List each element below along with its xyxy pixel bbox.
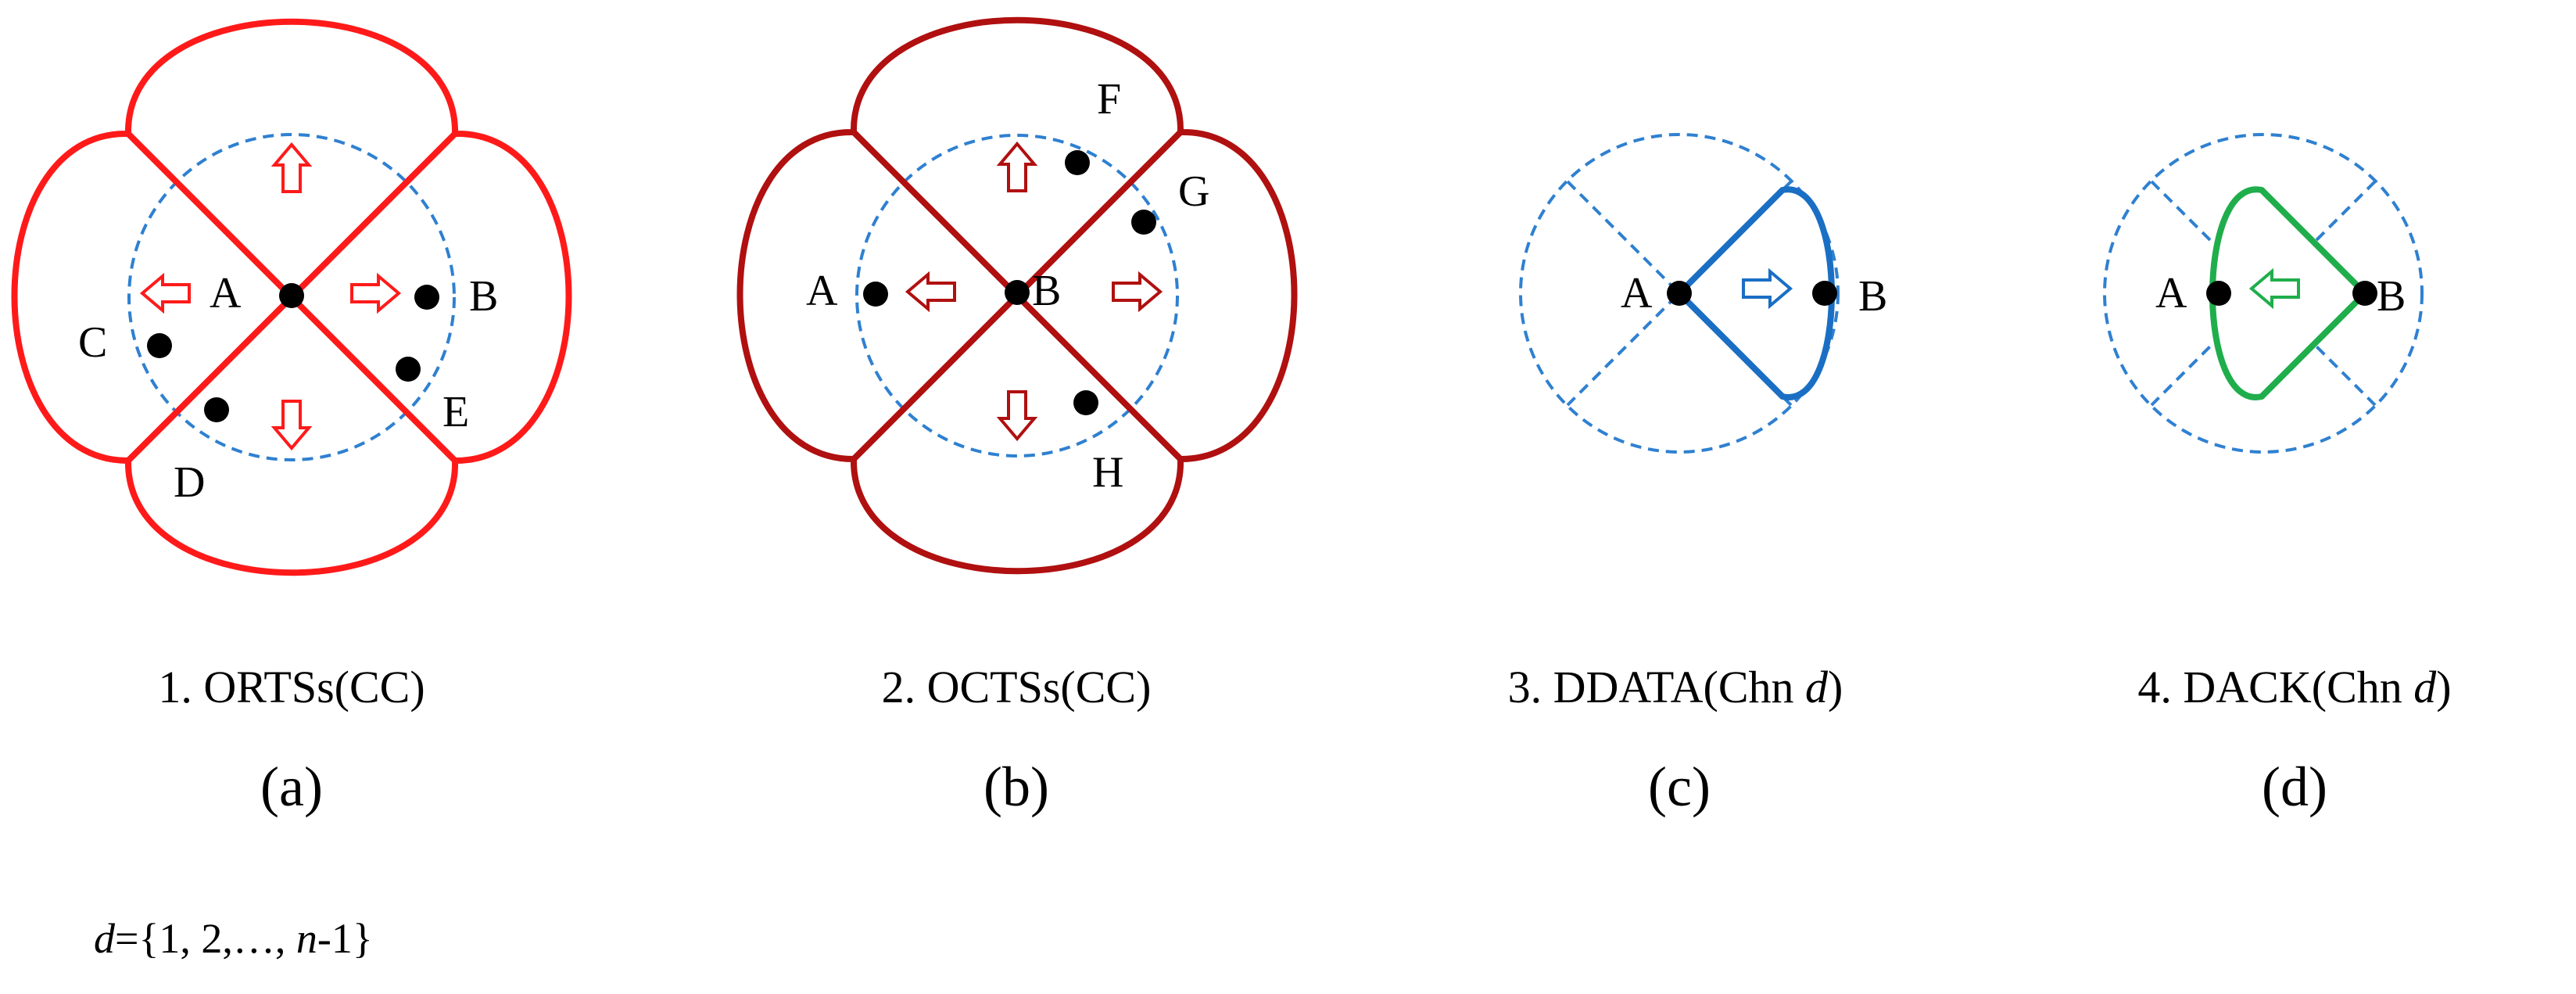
panel-d-label-b: B xyxy=(2377,272,2406,321)
panel-a-sublabel: (a) xyxy=(260,755,323,818)
panel-a-node-c xyxy=(147,333,172,358)
panel-c-caption: 3. DDATA(Chn d) xyxy=(1508,662,1843,712)
panel-a-node-e xyxy=(396,357,421,382)
panel-c-node-b xyxy=(1812,281,1837,306)
panel-b-label-f: F xyxy=(1097,75,1121,124)
panel-b-arrow-right-icon xyxy=(1112,273,1162,310)
panel-d-node-b xyxy=(2352,281,2377,306)
panel-b-label-h: H xyxy=(1092,448,1123,497)
panel-d-sublabel: (d) xyxy=(2262,755,2327,818)
panel-a-node-d xyxy=(204,397,229,422)
panel-a-arrow-down-icon xyxy=(273,400,310,450)
panel-d-node-a xyxy=(2206,281,2231,306)
panel-b-arrow-down-icon xyxy=(998,390,1036,440)
panel-b-node-f xyxy=(1065,150,1090,175)
panel-b-node-b xyxy=(1005,280,1030,305)
panel-d-caption: 4. DACK(Chn d) xyxy=(2137,662,2451,712)
panel-b: A B F G H 2. OCTSs(CC) (b) xyxy=(736,16,1298,818)
panel-a-caption: 1. ORTSs(CC) xyxy=(158,662,425,712)
panel-c-node-a xyxy=(1667,281,1692,306)
panel-c-label-b: B xyxy=(1858,272,1887,321)
panel-d-range-circle xyxy=(2103,133,2424,454)
panel-a-arrow-left-icon xyxy=(141,275,191,312)
panel-b-range-circle xyxy=(855,134,1179,458)
panel-a-node-b xyxy=(414,285,439,310)
panel-c-label-a: A xyxy=(1621,269,1653,318)
footnote-channel-set: d={1, 2,…, n-1} xyxy=(94,915,373,962)
panel-b-node-h xyxy=(1073,390,1098,415)
panel-a-label-d: D xyxy=(174,458,205,507)
panel-a-label-c: C xyxy=(78,318,107,367)
panel-a-node-a xyxy=(279,283,304,308)
panel-a-arrow-up-icon xyxy=(273,143,310,193)
panel-b-arrow-up-icon xyxy=(998,142,1036,192)
panel-b-arrow-left-icon xyxy=(906,273,956,310)
panel-b-label-g: G xyxy=(1178,167,1209,216)
panel-a: A B C D E 1. ORTSs(CC) (a) xyxy=(11,18,572,818)
panel-a-label-a: A xyxy=(210,269,242,318)
panel-b-node-a xyxy=(863,282,888,307)
panel-d-label-a: A xyxy=(2155,269,2187,318)
panel-a-label-b: B xyxy=(469,272,498,321)
panel-b-label-b: B xyxy=(1032,267,1061,315)
panel-c-sublabel: (c) xyxy=(1648,755,1711,818)
panel-d: A B 4. DACK(Chn d) (d) xyxy=(2103,133,2452,818)
panel-c: A B 3. DDATA(Chn d) (c) xyxy=(1508,133,1887,818)
panel-c-range-circle xyxy=(1519,133,1840,454)
panel-b-label-a: A xyxy=(806,267,838,315)
panel-b-sublabel: (b) xyxy=(983,755,1049,818)
panel-a-label-e: E xyxy=(442,388,469,436)
panel-b-node-g xyxy=(1131,210,1156,235)
panel-b-caption: 2. OCTSs(CC) xyxy=(882,662,1152,712)
panel-a-arrow-right-icon xyxy=(350,275,400,312)
panel-a-range-circle xyxy=(127,133,456,461)
